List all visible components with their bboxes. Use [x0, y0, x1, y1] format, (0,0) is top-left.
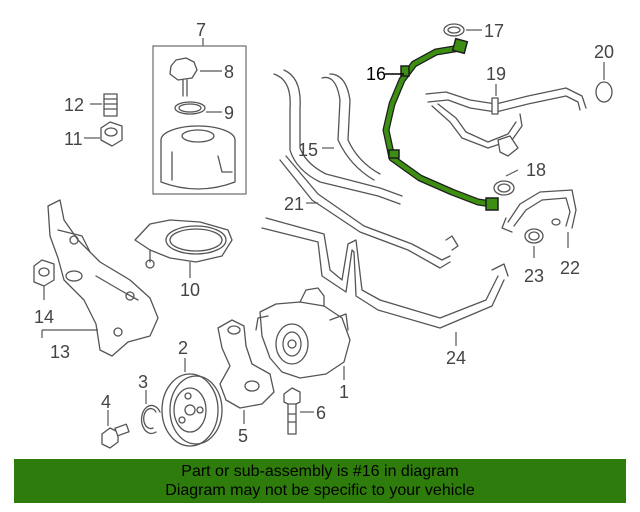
- callout-4[interactable]: 4: [101, 392, 111, 412]
- bolt-4: [101, 423, 130, 449]
- o-ring-9: [174, 101, 206, 115]
- callout-1[interactable]: 1: [339, 382, 349, 402]
- leader-18: [505, 169, 519, 177]
- pressure-pipe-21: [279, 155, 459, 269]
- callout-9[interactable]: 9: [224, 103, 234, 123]
- callout-21[interactable]: 21: [284, 194, 304, 214]
- callout-24[interactable]: 24: [446, 348, 466, 368]
- callout-19[interactable]: 19: [486, 64, 506, 84]
- banner-line-1: Part or sub-assembly is #16 in diagram: [181, 463, 459, 480]
- callout-11[interactable]: 11: [64, 129, 83, 149]
- return-hose-15: [273, 69, 403, 205]
- o-ring-18: [493, 180, 515, 196]
- callout-20[interactable]: 20: [594, 42, 614, 62]
- callout-18[interactable]: 18: [526, 160, 546, 180]
- callout-12[interactable]: 12: [64, 95, 84, 115]
- bolt-12: [103, 93, 118, 117]
- pressure-hose-16: [382, 37, 499, 211]
- nut-14: [33, 259, 83, 287]
- pulley-2: [161, 373, 223, 447]
- o-ring-23: [524, 228, 544, 244]
- reservoir-group-box: [152, 45, 247, 195]
- callout-8[interactable]: 8: [224, 62, 234, 82]
- callout-5[interactable]: 5: [238, 426, 248, 446]
- reservoir-cap: [169, 57, 198, 97]
- info-banner: Part or sub-assembly is #16 in diagram D…: [14, 459, 626, 503]
- callout-6[interactable]: 6: [316, 403, 326, 423]
- callout-23[interactable]: 23: [524, 266, 544, 286]
- pipe-22: [501, 189, 577, 233]
- callout-13[interactable]: 13: [50, 342, 70, 362]
- callout-2[interactable]: 2: [178, 338, 188, 358]
- callout-17[interactable]: 17: [484, 21, 504, 41]
- nut-11: [100, 121, 123, 147]
- bolt-6: [283, 387, 301, 435]
- callout-15[interactable]: 15: [298, 140, 318, 160]
- banner-line-2: Diagram may not be specific to your vehi…: [165, 482, 475, 499]
- callout-7[interactable]: 7: [196, 20, 206, 40]
- o-ring-17: [443, 23, 465, 37]
- reservoir-body: [160, 125, 236, 190]
- cap-20: [595, 81, 613, 103]
- pump-mount-5: [217, 319, 275, 409]
- cooler-line-24: [261, 217, 509, 329]
- reservoir-bracket: [134, 219, 233, 269]
- pump-bracket-13: [47, 199, 159, 357]
- callout-10[interactable]: 10: [180, 280, 200, 300]
- callout-14[interactable]: 14: [34, 307, 54, 327]
- callout-22[interactable]: 22: [560, 258, 580, 278]
- power-steering-pump-1: [255, 287, 351, 379]
- callout-3[interactable]: 3: [138, 372, 148, 392]
- snap-ring-3: [140, 404, 161, 435]
- callout-16[interactable]: 16: [366, 64, 386, 84]
- suction-hose-19: [425, 87, 587, 157]
